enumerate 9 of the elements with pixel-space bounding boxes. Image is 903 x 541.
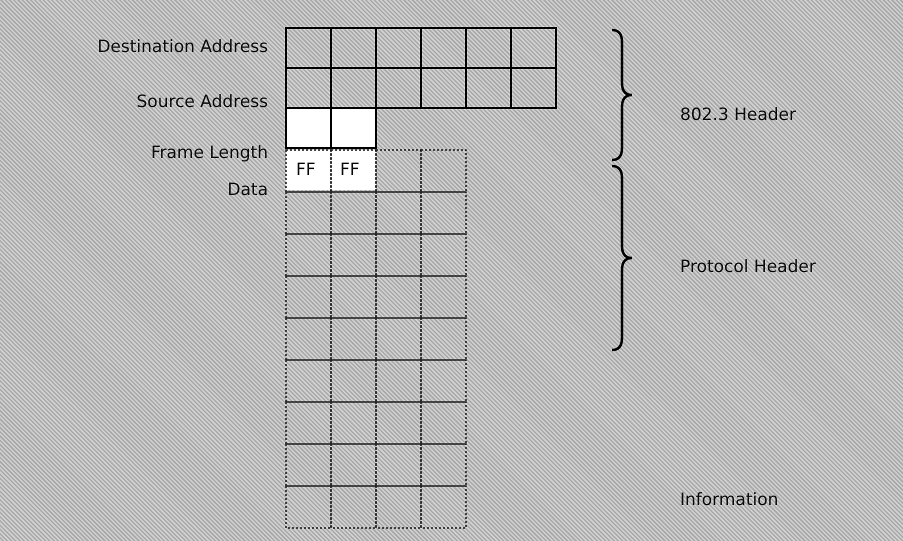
row-label: Source Address [136, 92, 268, 112]
cell-text: FF [340, 160, 360, 180]
section-label: 802.3 Header [680, 105, 796, 125]
section-label: Protocol Header [680, 257, 816, 277]
row-label: Destination Address [97, 37, 268, 57]
cell-text: FF [296, 160, 316, 180]
row-label: Data [227, 180, 268, 200]
section-label: Information [680, 490, 778, 510]
row-label: Frame Length [150, 143, 268, 163]
